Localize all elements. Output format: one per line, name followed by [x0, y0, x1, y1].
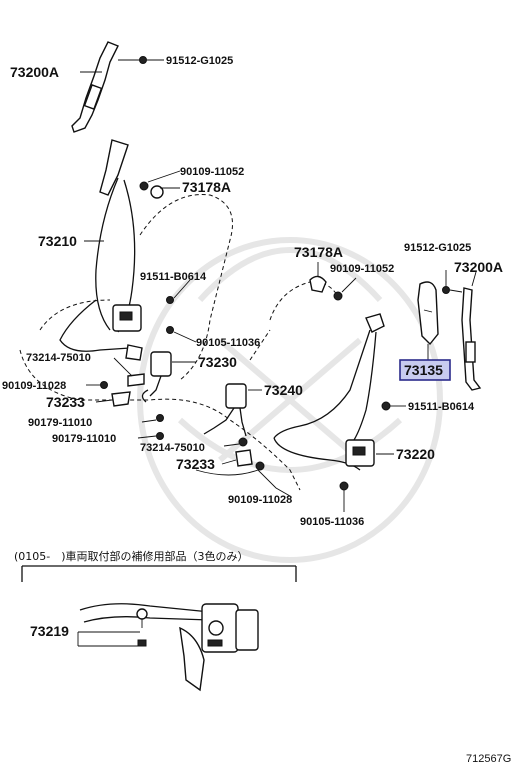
buckle-73230	[141, 351, 196, 403]
cover-mid	[195, 449, 291, 497]
buckle-73240	[137, 383, 262, 447]
height-adjuster-right	[442, 270, 482, 391]
label-90179-b: 90179-11010	[52, 433, 116, 445]
label-91511-left: 91511-B0614	[140, 271, 207, 283]
label-73210: 73210	[38, 233, 77, 249]
figure-id: 712567G	[466, 753, 511, 765]
label-90105-right: 90105-11036	[300, 516, 364, 528]
seatbelt-left	[59, 139, 197, 361]
label-73200A-left: 73200A	[10, 64, 59, 80]
label-91512-right: 91512-G1025	[404, 242, 471, 254]
label-73135: 73135	[404, 362, 443, 378]
label-90109-11028-left: 90109-11028	[2, 380, 66, 392]
label-73178A-left: 73178A	[182, 179, 231, 195]
highlight-73135	[399, 359, 451, 381]
label-73233-left: 73233	[46, 394, 85, 410]
label-91511-right: 91511-B0614	[408, 401, 475, 413]
label-90109-11052-top: 90109-11052	[180, 166, 244, 178]
label-73214-mid: 73214-75010	[140, 442, 205, 454]
label-73220: 73220	[396, 446, 435, 462]
label-91512-left: 91512-G1025	[166, 55, 233, 67]
label-73178A-right: 73178A	[294, 244, 343, 260]
label-73240: 73240	[264, 382, 303, 398]
inset-detail	[77, 603, 259, 692]
inset-note: (0105- )車両取付部の補修用部品（3色のみ）	[14, 549, 249, 563]
cover-73135	[417, 281, 439, 360]
seatbelt-right	[249, 262, 406, 512]
watermark-emblem	[137, 237, 443, 563]
height-adjuster-left	[71, 41, 164, 133]
label-73230: 73230	[198, 354, 237, 370]
label-73219: 73219	[30, 623, 69, 639]
inset-bracket	[21, 565, 297, 582]
label-73214-left: 73214-75010	[26, 352, 91, 364]
label-90179-a: 90179-11010	[28, 417, 92, 429]
label-90105-left: 90105-11036	[196, 337, 260, 349]
label-73233-mid: 73233	[176, 456, 215, 472]
label-90109-11028-mid: 90109-11028	[228, 494, 292, 506]
label-73200A-right: 73200A	[454, 259, 503, 275]
label-90109-11052-right: 90109-11052	[330, 263, 394, 275]
seat-outline-left	[19, 194, 301, 491]
covers-left	[86, 357, 145, 407]
